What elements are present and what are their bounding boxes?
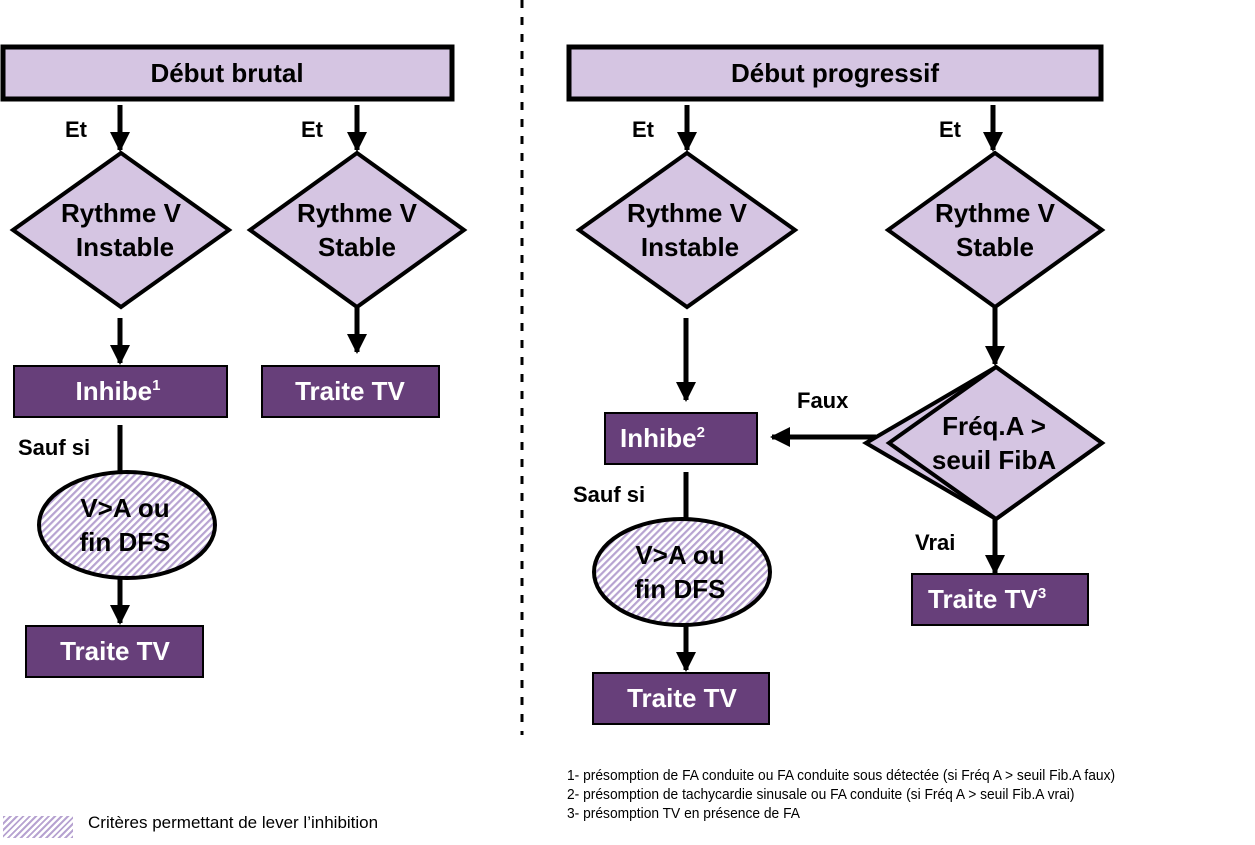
box-traite-tv-3 [911,573,1089,626]
right-flow: Début progressif Et Et Rythme V Instable… [566,44,1106,725]
header-debut-brutal [0,44,455,102]
box-inhibe-2-label: Inhibe2 [620,423,705,453]
footnotes: 1- présomption de FA conduite ou FA cond… [567,766,1115,823]
box-traite-tv-label: Traite TV [627,683,737,713]
box-inhibe-2 [604,412,758,465]
label-vrai: Vrai [915,530,955,555]
branch-label-et: Et [301,117,324,142]
diamond-rythme-instable [9,150,233,310]
legend-hatch-swatch [3,816,73,838]
label-faux: Faux [797,388,849,413]
diamond-rythme-stable [246,150,468,310]
label-sauf-si: Sauf si [18,435,90,460]
footnote-2: 2- présomption de tachycardie sinusale o… [567,786,1075,803]
box-inhibe-1 [13,365,228,418]
diamond-label-line2: Stable [318,232,396,262]
ellipse-label-line1: V>A ou [635,540,724,570]
footnote-1: 1- présomption de FA conduite ou FA cond… [567,767,1116,784]
header-debut-progressif [566,44,1104,102]
box-traite-tv-label: Traite TV [60,636,170,666]
diamond-label-line1: Fréq.A > [942,411,1046,441]
ellipse-criteria-hatched [592,517,772,627]
left-flow: Début brutal Et Et Rythme V Instable Ryt… [0,44,468,678]
box-traite-tv-bottom [592,672,770,725]
branch-label-et: Et [632,117,655,142]
branch-label-et: Et [939,117,962,142]
header-debut-brutal-label: Début brutal [150,58,303,88]
ellipse-label-line2: fin DFS [80,527,171,557]
diamond-label-line1: Rythme V [61,198,182,228]
diamond-label-line1: Rythme V [627,198,748,228]
box-traite-tv-stable [261,365,440,418]
box-traite-tv-3-label: Traite TV3 [928,584,1046,614]
diamond-label-line1: Rythme V [935,198,1056,228]
label-sauf-si: Sauf si [573,482,645,507]
branch-label-et: Et [65,117,88,142]
diamond-label-line2: Instable [641,232,739,262]
box-traite-tv-label: Traite TV [295,376,405,406]
diamond-label-line2: Instable [76,232,174,262]
box-inhibe-1-label: Inhibe1 [76,376,161,406]
ellipse-label-line2: fin DFS [635,574,726,604]
ellipse-criteria-hatched [37,470,217,580]
diamond-rythme-instable [575,150,799,310]
footnote-3: 3- présomption TV en présence de FA [567,805,800,822]
diamond-label-line1: Rythme V [297,198,418,228]
legend-label: Critères permettant de lever l’inhibitio… [88,813,379,832]
diamond-rythme-stable [884,150,1106,310]
diamond-label-line2: seuil FibA [932,445,1056,475]
ellipse-label-line1: V>A ou [80,493,169,523]
diamond-label-line2: Stable [956,232,1034,262]
diamond-freq-a-seuil-shape [885,364,1106,522]
header-debut-progressif-label: Début progressif [731,58,939,88]
box-traite-tv-bottom [25,625,204,678]
